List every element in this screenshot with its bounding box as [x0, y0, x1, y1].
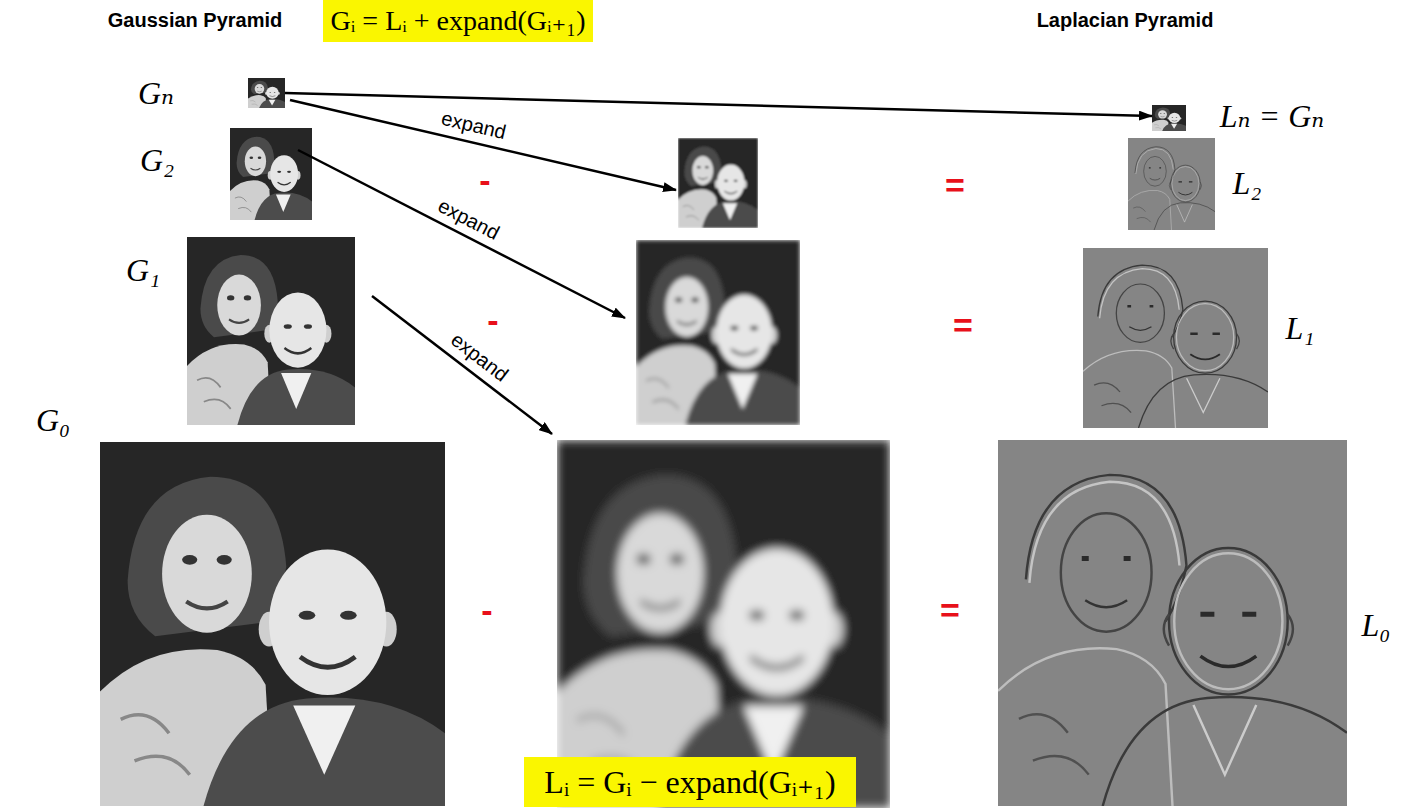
gaussian-level-image: [100, 442, 445, 806]
pyramid-level-label: Gₙ: [138, 75, 174, 112]
expanded-image: [557, 440, 890, 808]
highlighted-formula: Lᵢ = Gᵢ − expand(Gᵢ₊₁): [524, 757, 855, 807]
image-tile: L₂: [1128, 138, 1261, 230]
connector-arrow: [285, 93, 1152, 116]
expanded-image: [678, 138, 758, 228]
image-tile: Lₙ = Gₙ: [1152, 98, 1324, 135]
pyramid-level-label: Lₙ = Gₙ: [1220, 98, 1324, 135]
image-tile: G₁: [126, 237, 355, 425]
operator-sign: =: [940, 593, 960, 627]
laplacian-level-image: [1128, 138, 1215, 230]
gaussian-level-image: [248, 78, 285, 108]
image-tile: L₀: [998, 440, 1390, 806]
operator-sign: -: [479, 163, 490, 197]
operator-sign: =: [953, 308, 973, 342]
pyramid-level-label: G₂: [140, 142, 174, 179]
column-heading: Laplacian Pyramid: [1037, 8, 1214, 32]
laplacian-level-image: [998, 440, 1347, 806]
laplacian-level-image: [1083, 248, 1268, 428]
highlighted-formula: Gᵢ = Lᵢ + expand(Gᵢ₊₁): [323, 0, 594, 42]
image-tile: Gₙ: [138, 75, 285, 112]
arrow-label: expand: [435, 194, 503, 244]
image-tile: L₁: [1083, 248, 1314, 428]
operator-sign: -: [487, 303, 498, 337]
operator-sign: -: [481, 593, 492, 627]
pyramid-level-label: G₀: [36, 402, 70, 439]
gaussian-level-image: [187, 237, 355, 425]
image-tile: G₀: [36, 402, 445, 806]
expand-arrow: [298, 150, 625, 318]
column-heading: Gaussian Pyramid: [108, 8, 283, 32]
pyramid-level-label: L₀: [1362, 607, 1391, 644]
image-tile: G₂: [140, 128, 312, 220]
laplacian-level-image: [1152, 105, 1186, 131]
pyramid-level-label: G₁: [126, 252, 160, 289]
gaussian-level-image: [230, 128, 312, 220]
pyramid-level-label: L₂: [1233, 165, 1262, 202]
expand-arrow: [372, 296, 552, 434]
pyramid-level-label: L₁: [1286, 310, 1315, 347]
expanded-image: [636, 240, 800, 425]
operator-sign: =: [945, 168, 965, 202]
